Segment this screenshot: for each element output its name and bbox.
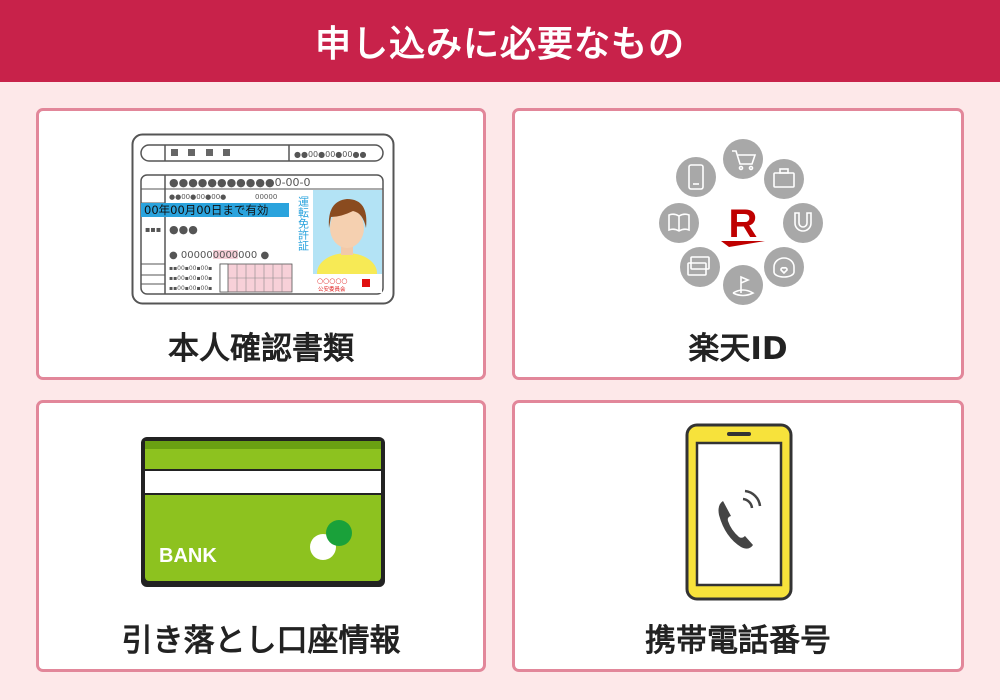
svg-text:R: R bbox=[729, 202, 758, 246]
briefcase-icon bbox=[764, 159, 804, 199]
svg-text:公安委員会: 公安委員会 bbox=[318, 285, 346, 293]
svg-text:●●●●●●●●●●●0-00-0: ●●●●●●●●●●●0-00-0 bbox=[169, 176, 311, 189]
smartphone-icon bbox=[676, 157, 716, 197]
golf-icon bbox=[723, 265, 763, 305]
card-label: 携帯電話番号 bbox=[645, 623, 831, 659]
card-label: 引き落とし口座情報 bbox=[121, 623, 401, 659]
svg-text:▪▪00▪00▪00▪: ▪▪00▪00▪00▪ bbox=[169, 265, 212, 272]
svg-text:00000: 00000 bbox=[255, 193, 277, 201]
card-bank-account: BANK 引き落とし口座情報 bbox=[36, 400, 486, 672]
rakuten-services-illustration: R bbox=[659, 139, 823, 305]
svg-text:○○○○○: ○○○○○ bbox=[317, 277, 348, 285]
purse-icon bbox=[764, 247, 804, 287]
card-phone-number: 携帯電話番号 bbox=[512, 400, 964, 672]
card-id-document: ●●00●00●00●● ●●●●●●●●●●●0-00-0 ●●00●00●0… bbox=[36, 108, 486, 380]
svg-text:● 000000000000 ●: ● 000000000000 ● bbox=[169, 250, 269, 261]
smartphone-illustration bbox=[685, 423, 793, 601]
svg-text:運転免許証: 運転免許証 bbox=[297, 196, 310, 252]
svg-text:BANK: BANK bbox=[159, 545, 217, 567]
svg-text:00年00月00日まで有効: 00年00月00日まで有効 bbox=[144, 203, 268, 217]
phone-call-icon bbox=[718, 489, 762, 549]
page-title: 申し込みに必要なもの bbox=[314, 24, 685, 65]
svg-text:▪▪00▪00▪00▪: ▪▪00▪00▪00▪ bbox=[169, 275, 212, 282]
drivers-license-illustration: ●●00●00●00●● ●●●●●●●●●●●0-00-0 ●●00●00●0… bbox=[131, 133, 395, 305]
bank-card-illustration: BANK bbox=[141, 437, 385, 587]
card-label: 楽天ID bbox=[688, 331, 788, 367]
svg-text:▪▪▪: ▪▪▪ bbox=[145, 225, 161, 234]
svg-text:●●●: ●●● bbox=[169, 223, 198, 236]
card-label: 本人確認書類 bbox=[168, 331, 354, 367]
svg-text:▪▪00▪00▪00▪: ▪▪00▪00▪00▪ bbox=[169, 285, 212, 292]
credit-card-icon bbox=[680, 247, 720, 287]
svg-text:●●00●00●00●●: ●●00●00●00●● bbox=[294, 150, 366, 159]
header-banner: 申し込みに必要なもの bbox=[0, 0, 1000, 82]
card-rakuten-id: R 楽天ID bbox=[512, 108, 964, 380]
horseshoe-icon bbox=[783, 203, 823, 243]
cart-icon bbox=[723, 139, 763, 179]
svg-text:●●00●00●00●: ●●00●00●00● bbox=[169, 193, 226, 201]
